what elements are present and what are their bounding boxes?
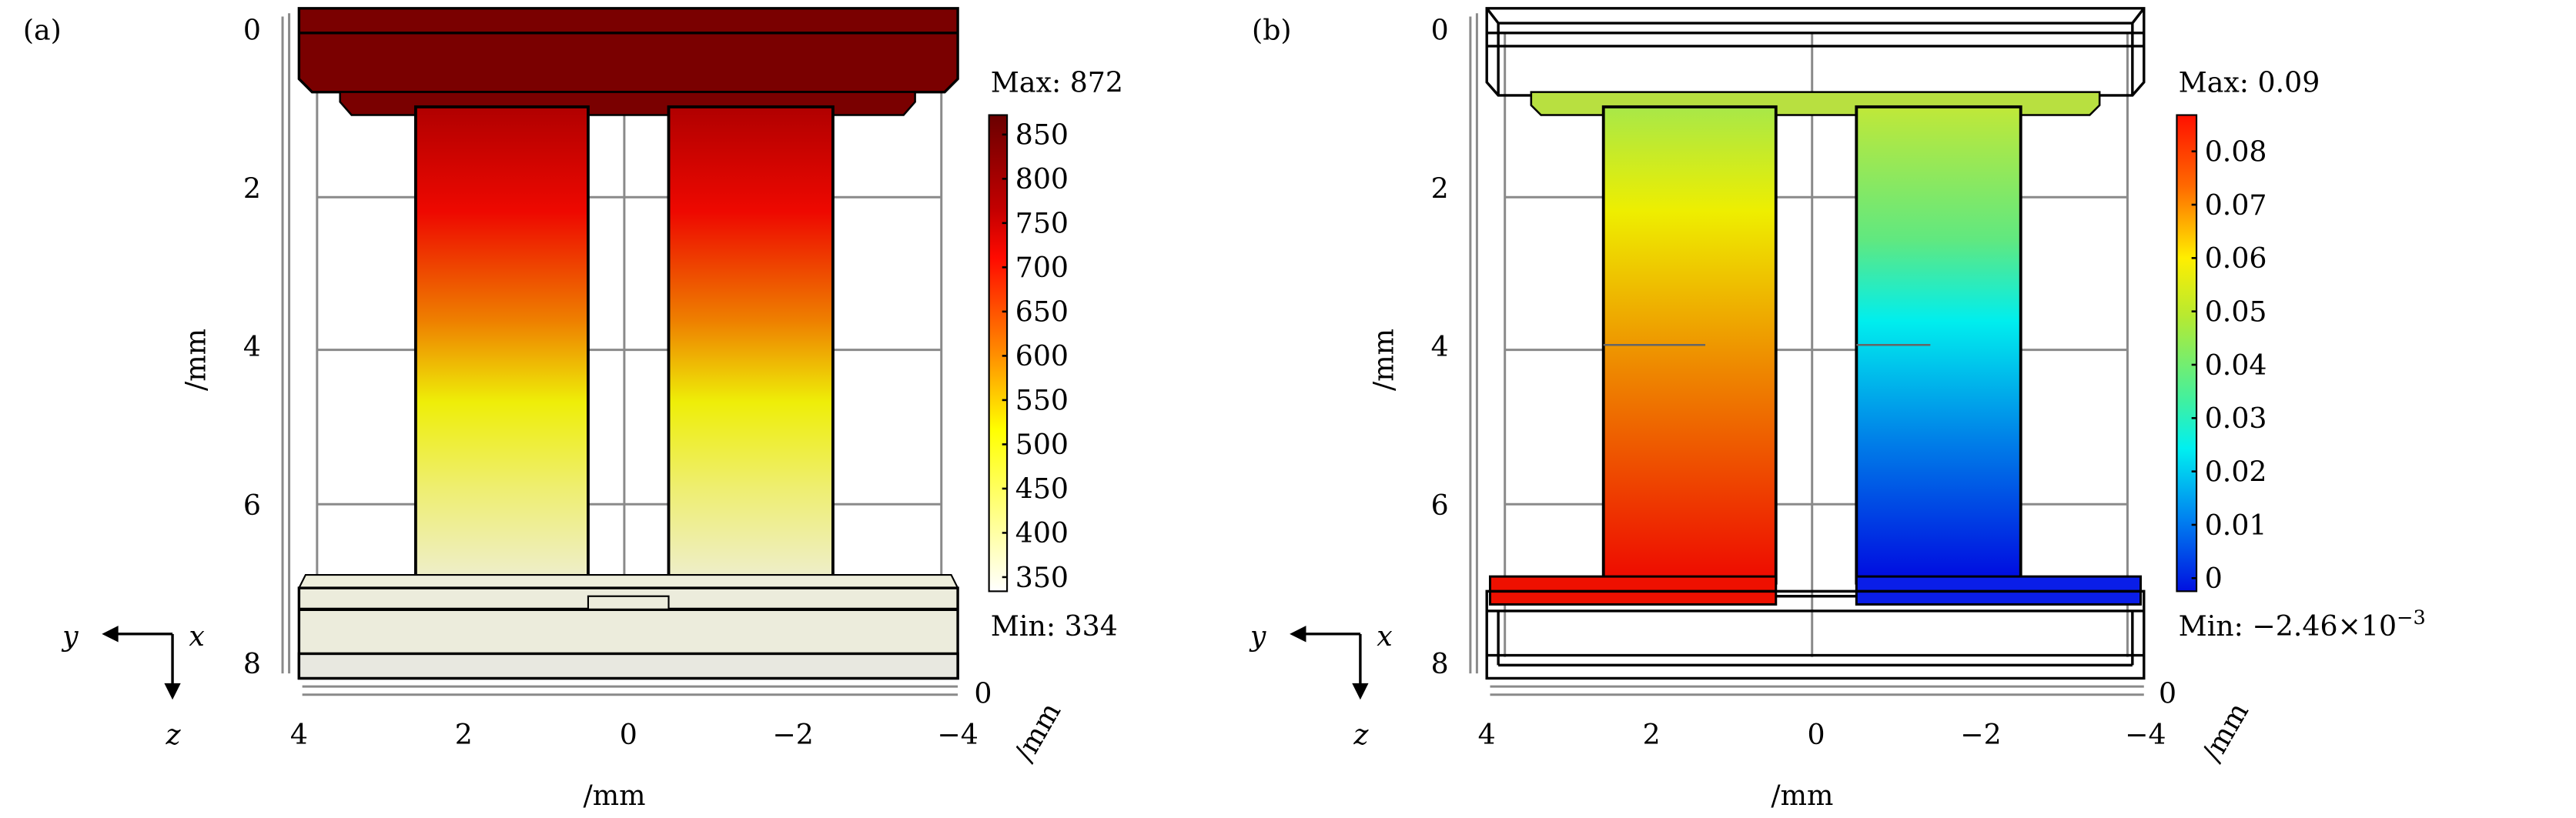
z-tick-label: 6 — [243, 489, 261, 522]
panel-label: (b) — [1252, 13, 1292, 46]
top-plate — [297, 7, 959, 116]
left-leg — [413, 105, 590, 585]
z-axis-ticks: 0 2 4 6 8 — [1431, 13, 1449, 680]
colorbar-tick-label: 0.04 — [2205, 349, 2267, 382]
colorbar-tick-label: 500 — [1015, 428, 1069, 461]
y-tick-label: −4 — [937, 718, 978, 751]
colorbar-tick-label: 0.01 — [2205, 509, 2267, 542]
colorbar-tick-label: 0.06 — [2205, 242, 2267, 275]
y-tick-label: 4 — [1478, 718, 1496, 751]
colorbar-tick-label: 700 — [1015, 251, 1069, 284]
panel-a: (a) 0 2 4 6 8 4 2 0 −2 −4 0 /mm /mm /mm y x — [23, 7, 1123, 812]
colorbar-tick-label: 400 — [1015, 516, 1069, 549]
colorbar-tick-label: 0.02 — [2205, 455, 2267, 488]
colorbar-tick-label: 0 — [2205, 562, 2223, 595]
x-axis-label: /mm — [584, 779, 646, 812]
depth-axis-label: /mm — [1008, 696, 1068, 767]
y-axis-ticks: 4 2 0 −2 −4 — [1478, 718, 2166, 751]
z-tick-label: 2 — [243, 172, 261, 205]
z-tick-label: 0 — [1431, 13, 1449, 46]
y-tick-label: −4 — [2125, 718, 2166, 751]
z-tick-label: 8 — [1431, 647, 1449, 680]
colorbar-tick-label: 350 — [1015, 561, 1069, 594]
right-leg — [667, 105, 835, 585]
triad-z: z — [1353, 718, 1369, 751]
axis-triad: y x z — [1249, 619, 1393, 751]
top-plate-wireframe — [1485, 7, 2146, 97]
z-axis-label: /mm — [179, 329, 212, 391]
depth-axis-label: /mm — [2195, 696, 2255, 767]
y-tick-label: 0 — [1808, 718, 1825, 751]
z-tick-label: 4 — [243, 330, 261, 363]
colorbar-tick-label: 800 — [1015, 162, 1069, 195]
base-plate-wireframe — [1485, 589, 2146, 680]
y-tick-label: −2 — [772, 718, 813, 751]
y-tick-label: −2 — [1960, 718, 2001, 751]
z-tick-label: 8 — [243, 647, 261, 680]
y-axis-ticks: 4 2 0 −2 −4 — [290, 718, 979, 751]
colorbar-min: Min: −2.46×10−3 — [2179, 606, 2426, 643]
y-tick-label: 2 — [1643, 718, 1661, 751]
colorbar: Max: 872 850 800 750 700 650 600 550 500 450 400 3… — [988, 66, 1123, 643]
colorbar-tick-label: 0.03 — [2205, 402, 2267, 435]
colorbar-max: Max: 872 — [991, 66, 1123, 99]
z-axis-label: /mm — [1367, 329, 1400, 391]
colorbar-tick-label: 0.08 — [2205, 135, 2267, 168]
triad-y: y — [1249, 619, 1266, 653]
colorbar-tick-label: 650 — [1015, 295, 1069, 329]
grid — [1469, 13, 2144, 696]
colorbar-tick-label: 850 — [1015, 119, 1069, 152]
panel-label: (a) — [23, 13, 62, 46]
triad-y: y — [61, 619, 79, 653]
z-tick-label: 0 — [243, 13, 261, 46]
colorbar-min: Min: 334 — [991, 609, 1118, 643]
colorbar-tick-label: 450 — [1015, 472, 1069, 506]
y-tick-label: 2 — [455, 718, 473, 751]
x-axis-label: /mm — [1771, 779, 1833, 812]
z-axis-ticks: 0 2 4 6 8 — [243, 13, 261, 680]
axis-triad: y x z — [61, 619, 205, 751]
y-tick-label: 4 — [290, 718, 308, 751]
depth-tick: 0 — [974, 676, 992, 709]
base-plate — [297, 573, 959, 680]
colorbar: Max: 0.09 0.08 0.07 0.06 0.05 0.04 0.03 0.02 0.… — [2176, 66, 2426, 643]
grid — [281, 13, 958, 696]
colorbar-tick-label: 0.07 — [2205, 189, 2267, 222]
colorbar-tick-label: 0.05 — [2205, 295, 2267, 328]
colorbar-max: Max: 0.09 — [2179, 66, 2320, 99]
panel-b: (b) 0 2 4 6 8 4 2 0 −2 −4 0 /mm /mm /mm y x z — [1249, 7, 2426, 812]
z-tick-label: 2 — [1431, 172, 1449, 205]
colorbar-tick-label: 550 — [1015, 384, 1069, 417]
colorbar-tick-label: 750 — [1015, 207, 1069, 240]
z-tick-label: 4 — [1431, 330, 1449, 363]
y-tick-label: 0 — [620, 718, 637, 751]
triad-x: x — [1377, 619, 1392, 653]
z-tick-label: 6 — [1431, 489, 1449, 522]
triad-x: x — [189, 619, 204, 653]
triad-z: z — [166, 718, 182, 751]
depth-tick: 0 — [2159, 676, 2176, 709]
colorbar-tick-label: 600 — [1015, 339, 1069, 372]
